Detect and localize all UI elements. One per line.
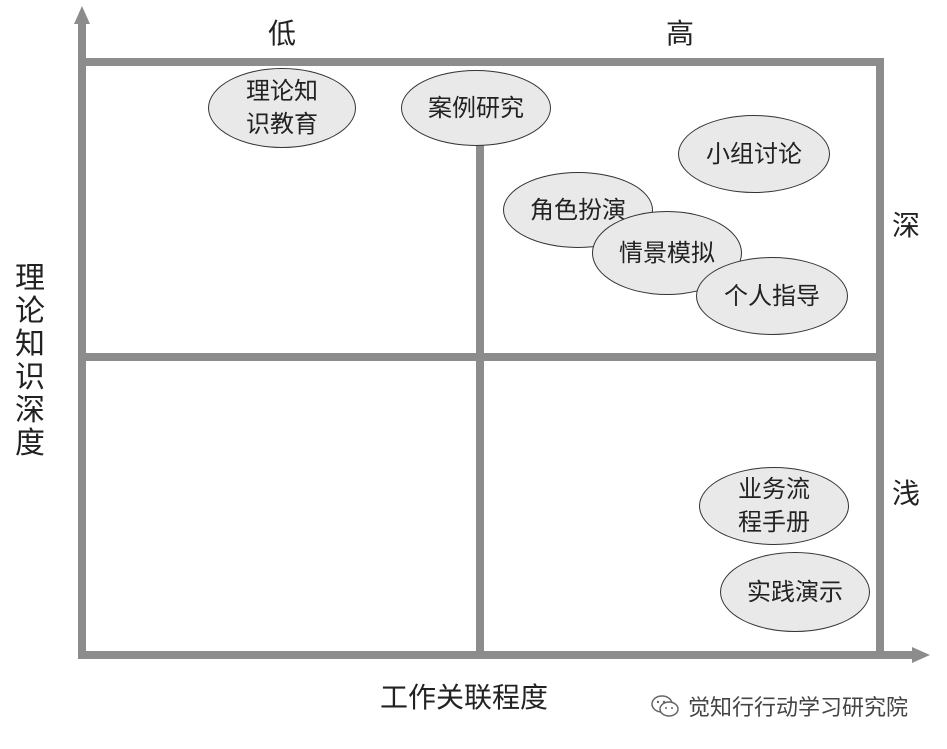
method-group-discussion: 小组讨论 [678,115,830,193]
wechat-icon [651,695,679,717]
watermark-text: 觉知行行动学习研究院 [688,696,909,721]
y-axis [78,22,86,658]
method-practice-demo: 实践演示 [720,552,870,632]
watermark: 觉知行行动学习研究院 [650,690,908,722]
x-axis-title: 工作关联程度 [380,681,549,714]
vertical-divider [476,140,484,658]
method-case-study: 案例研究 [401,70,551,146]
y-axis-arrow [74,6,90,24]
x-axis [78,651,916,659]
y-axis-title: 理论知识深度 [15,261,45,461]
x-axis-arrow [912,647,930,663]
x-level-low: 低 [268,17,297,50]
y-level-shallow: 浅 [892,477,921,510]
method-theory-education: 理论知 识教育 [208,68,356,148]
method-process-manual: 业务流 程手册 [699,467,849,545]
top-border [78,58,884,66]
method-scenario-simulation: 情景模拟 [592,211,742,295]
x-level-high: 高 [666,17,695,50]
method-personal-coaching: 个人指导 [696,257,848,335]
y-level-deep: 深 [892,209,921,242]
